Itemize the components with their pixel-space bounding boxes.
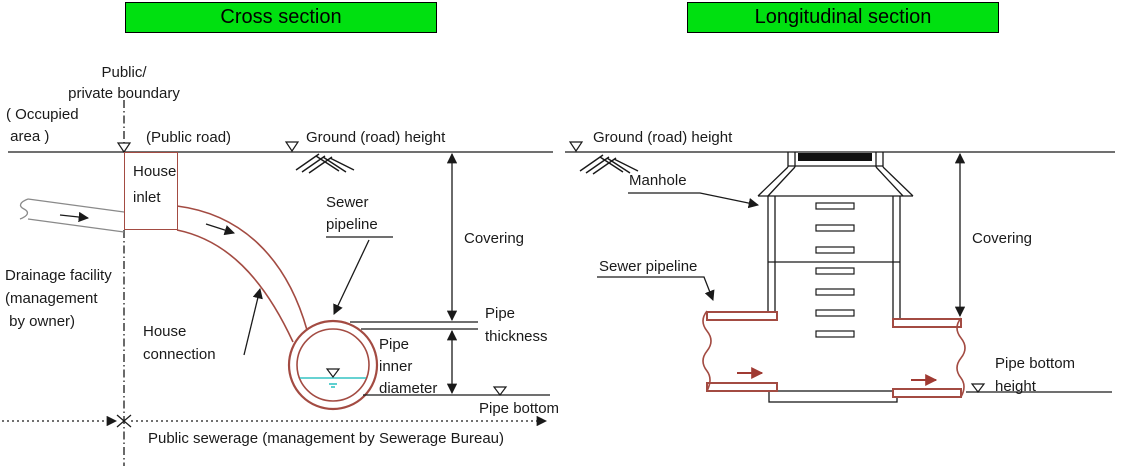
drainage-pipe bbox=[19, 198, 125, 233]
manhole-base bbox=[768, 390, 898, 403]
pipe-break-icon bbox=[956, 317, 966, 398]
drainage-facility-label: Drainage facility (management by owner) bbox=[5, 267, 112, 330]
longitudinal-section-diagram bbox=[565, 141, 1115, 403]
sewer-pipeline-label-right: Sewer pipeline bbox=[599, 258, 698, 275]
longitudinal-section-title: Longitudinal section bbox=[687, 2, 999, 33]
connection-flow-arrow-icon bbox=[205, 223, 235, 236]
manhole-structure bbox=[757, 152, 914, 403]
public-sewerage-caption: Public sewerage (management by Sewerage … bbox=[147, 430, 505, 447]
pipe-bottom-height-label-left: Pipe bottom height bbox=[479, 354, 559, 467]
cross-section-diagram bbox=[2, 100, 553, 466]
extent-cross-icon bbox=[116, 414, 132, 428]
public-sewerage-extent bbox=[2, 414, 548, 428]
house-connection-label: House connection bbox=[143, 323, 216, 363]
pipe-inner-diameter-label: Pipe inner diameter bbox=[379, 336, 438, 397]
pipe-bottom-marker-icon bbox=[492, 386, 508, 396]
sewer-pipeline-leader bbox=[333, 239, 370, 315]
ground-hatch-icon bbox=[579, 154, 639, 175]
pipe-bottom-height-label-right: Pipe bottom height bbox=[995, 355, 1076, 395]
manhole-label: Manhole bbox=[629, 172, 687, 189]
covering-label-left: Covering bbox=[464, 230, 525, 247]
ground-height-label-right: Ground (road) height bbox=[593, 129, 733, 146]
house-inlet-box: House inlet bbox=[124, 152, 178, 230]
pipe-bottom-marker-icon bbox=[970, 383, 986, 393]
ground-hatch-icon bbox=[295, 153, 355, 174]
water-level-marker-icon bbox=[325, 368, 341, 378]
sewer-pipeline-leader bbox=[597, 276, 715, 301]
ground-height-label-left: Ground (road) height bbox=[306, 129, 446, 146]
boundary-label: Public/ private boundary bbox=[68, 64, 180, 102]
level-marker-icon bbox=[284, 141, 300, 153]
boundary-marker-icon bbox=[116, 142, 132, 154]
manhole-leader bbox=[628, 192, 760, 209]
cross-section-title: Cross section bbox=[125, 2, 437, 33]
sewer-pipeline-label-left: Sewer pipeline bbox=[326, 194, 378, 233]
covering-label-right: Covering bbox=[972, 230, 1033, 247]
manhole-cover bbox=[798, 153, 872, 161]
water-level bbox=[300, 377, 366, 388]
flow-arrows bbox=[737, 367, 938, 386]
pipe-bottom-line1: Pipe bottom bbox=[479, 400, 560, 417]
occupied-area-label: ( Occupied area ) bbox=[6, 106, 79, 145]
pipe-thickness-label: Pipe thickness bbox=[485, 305, 548, 345]
sewer-pipeline-walls bbox=[702, 310, 966, 398]
level-marker-icon bbox=[568, 141, 584, 153]
house-connection-pipe bbox=[176, 205, 308, 343]
manhole-rungs bbox=[815, 202, 855, 338]
pipe-break-icon bbox=[19, 198, 29, 220]
public-road-label: (Public road) bbox=[146, 129, 232, 146]
pipe-break-icon bbox=[702, 310, 712, 392]
house-connection-leader bbox=[243, 287, 263, 356]
drain-flow-arrow-icon bbox=[59, 211, 90, 223]
sewer-pipe-section bbox=[287, 319, 379, 411]
